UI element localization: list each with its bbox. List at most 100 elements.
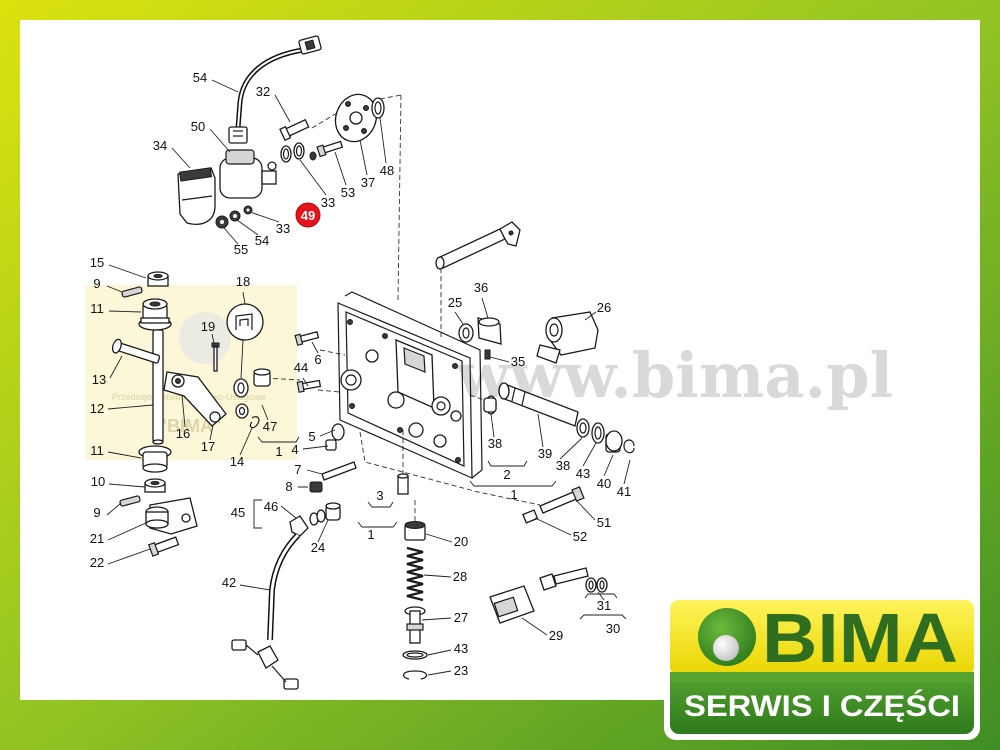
callout-ring: 47 [263,419,277,434]
logo-white-ball-icon [713,635,739,661]
callout-bolt: 22 [90,555,104,570]
logo-green-bar-top [670,672,974,682]
callout-clip: 14 [230,454,244,469]
callout-nut: 24 [311,540,325,555]
pipe-42-drawing [231,532,301,690]
ring-43-circlip-23-drawing [402,650,428,680]
callout-cover: 34 [153,138,167,153]
lever-16-17-drawing [163,371,227,427]
callout-pin: 35 [511,354,525,369]
nut-10-drawing [144,478,166,493]
callout-lever-block: 36 [474,280,488,295]
watermark-company-brand: "BIMA" [158,416,221,436]
cup-20-drawing [404,521,426,541]
bolt-32-drawing [279,118,310,142]
assembly-dashed-lines [264,94,541,522]
callout-cup: 20 [454,534,468,549]
screw-19-drawing [211,342,220,372]
callout-valve-stem: 51 [597,515,611,530]
highlight-circle [295,202,321,228]
callout-wire-harness: 54 [193,70,207,85]
callout-assembly: 1 [510,487,517,502]
callout-lever: 17 [201,439,215,454]
callout-plug: 40 [597,476,611,491]
pin-13-drawing [111,338,161,364]
solenoid-29-fitting-30-drawing [489,567,608,624]
callout-screw: 19 [201,319,215,334]
callout-pin: 13 [92,372,106,387]
callout-bolt: 32 [256,84,270,99]
logo-green-bar [670,672,974,734]
callout-circlip: 41 [617,484,631,499]
callout-spring: 28 [453,569,467,584]
callout-o-ring: 43 [576,466,590,481]
callout-o-ring: 43 [454,641,468,656]
bushing-18-drawing [233,368,271,398]
plunger-27-drawing [404,606,426,644]
callout-solenoid-block: 29 [549,628,563,643]
callout-screw: 53 [341,185,355,200]
callout-nut: 15 [90,255,104,270]
callout-nut: 10 [91,474,105,489]
callout-stud: 7 [294,462,301,477]
callout-pin: 9 [93,276,100,291]
fittings-4-5-7-8-drawing [309,423,357,493]
callout-pipe: 42 [222,575,236,590]
housing-26-drawing [536,311,599,364]
callout-shaft: 12 [90,401,104,416]
callout-bolt: 44 [294,360,308,375]
cover-cap-drawing [177,167,216,225]
callout-fitting-kit: 30 [606,621,620,636]
bima-logo: BIMA SERWIS I CZĘŚCI [664,594,980,740]
bolts-6-44-drawing [294,330,322,393]
valve-stem-51-nut-52-drawing [522,486,585,524]
screw-53-drawing [316,140,344,158]
watermark-logo-circle [179,312,231,364]
callout-nut: 8 [285,479,292,494]
leader-lines [106,79,631,676]
nut-15-drawing [147,271,169,287]
callout-bracket: 21 [90,531,104,546]
callout-ring: 33 [276,221,290,236]
bracket-21-drawing [145,497,198,535]
callout-o-ring: 48 [380,163,394,178]
callout-fitting: 5 [308,429,315,444]
callout-ring: 38 [556,458,570,473]
highlighted-part-marker: 49 [295,202,321,228]
ring-25-block-36-pin-35-drawing [458,317,502,360]
callout-nut: 52 [573,529,587,544]
main-valve-plate-drawing [337,291,483,479]
wire-harness-drawing [228,35,322,144]
callout-washer: 54 [255,233,269,248]
callout-labels: 54 32 50 34 48 37 53 33 33 54 55 15 18 9… [90,70,631,678]
callout-fitting: 4 [291,442,298,457]
callout-shaft: 39 [538,446,552,461]
o-rings-33-49-drawing [280,142,317,163]
callout-bushing: 11 [90,301,104,316]
shaft-39-with-rings-drawing [483,382,635,454]
solenoid-drawing [219,149,277,199]
callout-flange: 37 [361,175,375,190]
callout-fitting: 3 [376,488,383,503]
callout-lever: 16 [176,426,190,441]
shift-lever-shaft-drawing [435,221,521,270]
callout-bushing: 11 [90,443,104,458]
bushing-11-bottom-drawing [138,445,172,473]
logo-brand-text: BIMA [762,599,958,677]
callout-bolt: 6 [314,352,321,367]
shaft-12-drawing [152,329,164,445]
callout-pipe-kit: 45 [231,505,245,520]
callout-assembly: 1 [367,527,374,542]
callout-ring: 38 [488,436,502,451]
pin-9-top-drawing [121,286,143,298]
callout-elbow: 46 [264,499,278,514]
spring-28-drawing [406,546,424,602]
callout-nut: 55 [234,242,248,257]
callout-ring: 25 [448,295,462,310]
o-ring-48-drawing [371,97,385,119]
small-rings-55-54-33-drawing [215,205,253,229]
callout-circlip: 23 [454,663,468,678]
callout-ring: 33 [321,195,335,210]
callout-plunger: 27 [454,610,468,625]
